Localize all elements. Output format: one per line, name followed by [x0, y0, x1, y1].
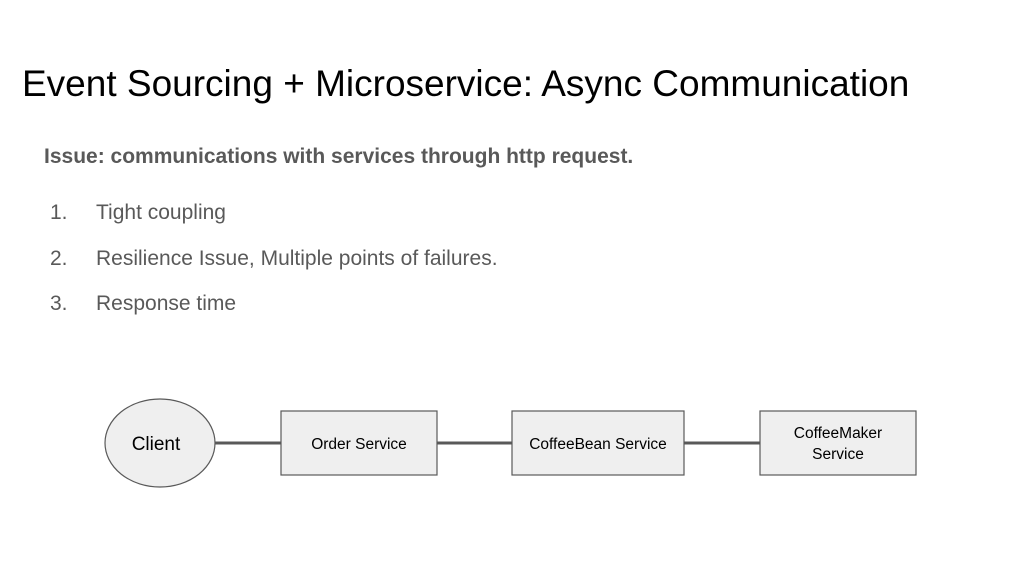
- issue-list: 1. Tight coupling 2. Resilience Issue, Mul…: [50, 196, 498, 333]
- slide-title: Event Sourcing + Microservice: Async Com…: [22, 63, 910, 104]
- issue-statement: Issue: communications with services thro…: [44, 145, 634, 168]
- list-number: 3.: [50, 292, 68, 315]
- coffeemaker-service-node: [759, 410, 917, 476]
- list-item: 3. Response time: [50, 287, 498, 333]
- coffeebean-service-node: [511, 410, 685, 476]
- coffeebean-service-label: CoffeeBean Service: [529, 436, 667, 453]
- list-item: 2. Resilience Issue, Multiple points of f…: [50, 242, 498, 288]
- list-text: Response time: [96, 292, 237, 315]
- client-node: [104, 398, 216, 488]
- order-service-label: Order Service: [311, 436, 407, 453]
- coffeemaker-service-label-line2: Service: [812, 446, 864, 463]
- coffeemaker-service-label-line1: CoffeeMaker: [794, 425, 882, 442]
- list-text: Tight coupling: [96, 201, 226, 224]
- order-service-node: [280, 410, 438, 476]
- list-number: 2.: [50, 246, 68, 270]
- list-number: 1.: [50, 201, 68, 224]
- list-text: Resilience Issue, Multiple points of fai…: [96, 246, 498, 270]
- client-label: Client: [132, 434, 181, 455]
- list-item: 1. Tight coupling: [50, 196, 498, 242]
